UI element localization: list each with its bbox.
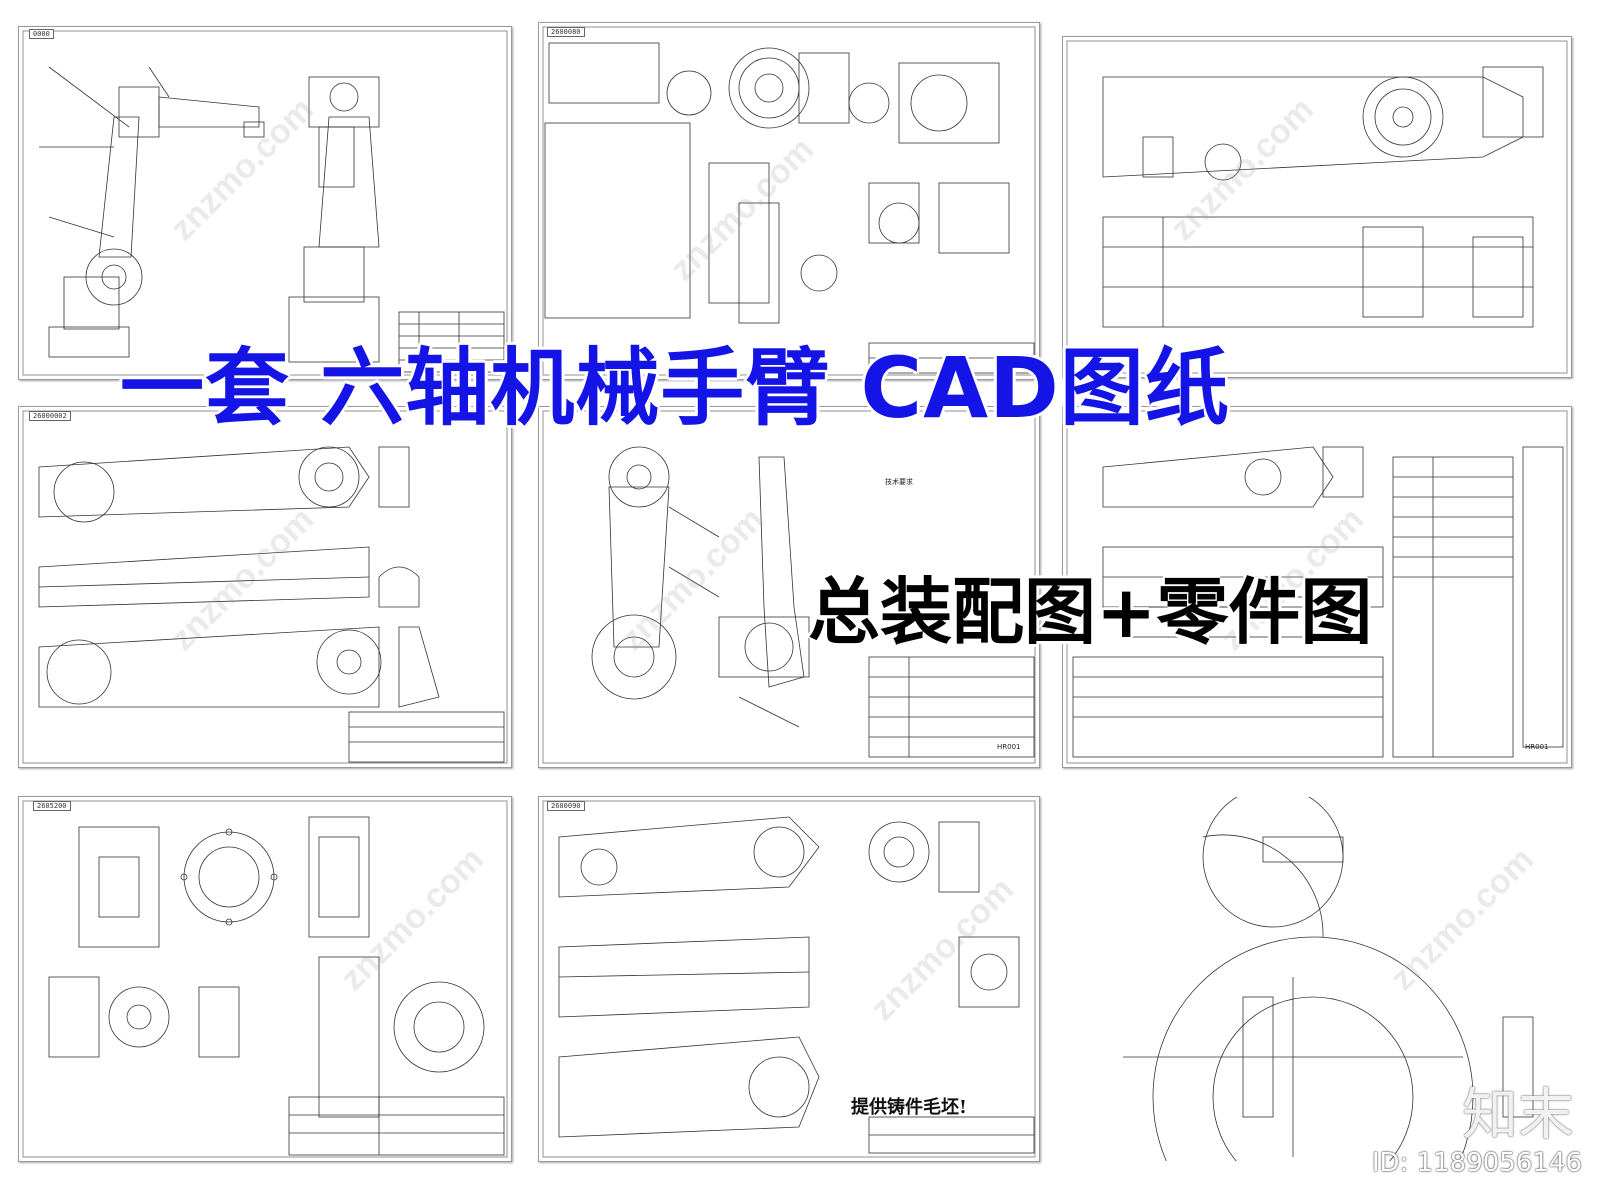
image-id: ID: 1189056146	[1371, 1148, 1582, 1178]
drawing-sheet-upper-arm	[1062, 36, 1572, 378]
drawing-sheet-workspace-layout	[1062, 796, 1572, 1162]
drawing-sheet-wrist-assembly: HR001	[1062, 406, 1572, 768]
sheet-code: 2605200	[33, 801, 71, 811]
sheet-code: 26000002	[29, 411, 71, 421]
workspace-layout-drawing	[1123, 797, 1534, 1161]
robot-assembly-drawing	[22, 30, 508, 376]
title-block-code: HR001	[1525, 743, 1549, 751]
drawing-sheet-reducer-parts: 2605200	[18, 796, 512, 1162]
drawing-sheet-base-parts: 2600080	[538, 22, 1040, 380]
subheadline: 总装配图+零件图	[808, 570, 1373, 654]
upper-arm-drawing	[1066, 40, 1568, 374]
sheet-code: 2600080	[547, 27, 585, 37]
tech-req-label: 技术要求	[885, 478, 913, 486]
sheet-code: 0000	[29, 29, 54, 39]
drawing-sheet-casting-arm: 2600090 提供铸件毛坯!	[538, 796, 1040, 1162]
headline: 一套 六轴机械手臂 CAD图纸	[120, 339, 1230, 437]
casting-arm-drawing	[542, 800, 1036, 1158]
base-parts-drawing	[542, 26, 1036, 376]
drawing-sheet-lower-arm: 26000002	[18, 406, 512, 768]
arm-assembly-drawing	[542, 410, 1036, 764]
reducer-parts-drawing	[22, 800, 508, 1158]
drawing-sheet-arm-assembly: 技术要求 HR001	[538, 406, 1040, 768]
casting-note: 提供铸件毛坯!	[851, 1097, 967, 1118]
brand-logo: 知末	[1462, 1083, 1574, 1148]
sheet-code: 2600090	[547, 801, 585, 811]
title-block-code: HR001	[997, 743, 1021, 751]
wrist-assembly-drawing	[1066, 410, 1568, 764]
drawing-sheet-robot-assembly: 0000	[18, 26, 512, 380]
lower-arm-drawing	[22, 410, 508, 764]
